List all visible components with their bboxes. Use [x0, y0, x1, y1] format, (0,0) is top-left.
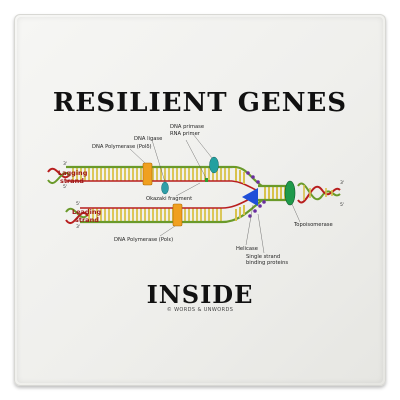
- label-rna-primer: RNA primer: [170, 131, 201, 137]
- dna-ligase: [161, 181, 169, 195]
- label-dna-primase: DNA primase: [170, 124, 204, 130]
- label-lagging-strand-1: Lagging: [58, 169, 88, 177]
- trivet-tile: [14, 14, 386, 386]
- label-helicase: Helicase: [236, 246, 258, 252]
- label-ssb-2: binding proteins: [246, 260, 288, 266]
- copyright-text: © WORDS & UNWORDS: [166, 307, 234, 313]
- label-leading-strand-1: Leading: [72, 208, 101, 216]
- end-label-5a: 5': [63, 184, 67, 190]
- dna-polymerase-epsilon: [172, 203, 183, 227]
- label-dna-ligase: DNA ligase: [134, 136, 162, 142]
- label-okazaki-fragment: Okazaki fragment: [146, 196, 192, 202]
- label-ssb-1: Single strand: [246, 254, 280, 260]
- dna-primase: [209, 156, 219, 174]
- leader-lines: [129, 133, 301, 254]
- dna-polymerase-delta: [142, 162, 153, 186]
- single-strand-binding-proteins: [246, 171, 266, 218]
- leading-ladder: [65, 207, 222, 224]
- end-label-5c: 5': [340, 202, 344, 208]
- topoisomerase: [284, 180, 296, 206]
- title-resilient-genes: RESILIENT GENES: [52, 88, 348, 118]
- okazaki-fragment-primer: [205, 178, 208, 182]
- label-leading-strand-2: strand: [75, 216, 99, 224]
- end-label-5b: 5': [76, 201, 80, 207]
- end-label-3a: 3': [63, 161, 67, 167]
- label-dna-polymerase-epsilon: DNA Polymerase (Polε): [114, 237, 173, 243]
- label-lagging-strand-2: strand: [60, 177, 84, 185]
- parent-duplex: [258, 182, 341, 204]
- helicase: [242, 188, 258, 206]
- label-dna-polymerase-delta: DNA Polymerase (Polδ): [92, 144, 152, 150]
- title-inside: INSIDE: [146, 280, 254, 309]
- end-label-3c: 3': [340, 180, 344, 186]
- end-label-3b: 3': [76, 224, 80, 230]
- label-topoisomerase: Topoisomerase: [293, 222, 333, 228]
